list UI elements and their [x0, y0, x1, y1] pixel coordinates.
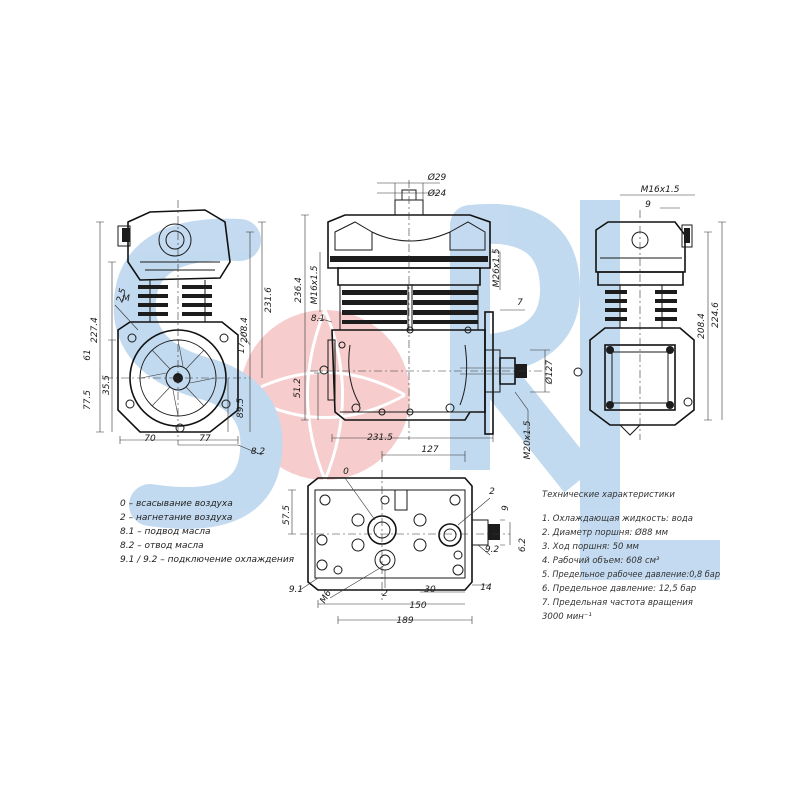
spec-item-4: 4. Рабочий объем: 608 см³ [542, 556, 660, 566]
label-port-2: 2 [489, 487, 495, 497]
dim-6-2: 6.2 [518, 538, 528, 553]
watermark-letter-r [450, 203, 596, 493]
right-view: M16x1.5 9 208.4 224.6 [573, 185, 726, 440]
dim-89-5: 89.5 [236, 398, 246, 418]
dim-208-4: 208.4 [240, 317, 250, 343]
dim-2-5: 2.5 [115, 287, 128, 304]
dim-150: 150 [409, 601, 426, 611]
dim-70: 70 [144, 434, 156, 444]
dim-51-2: 51.2 [293, 378, 303, 398]
dim-14: 14 [480, 583, 492, 593]
dim-61: 61 [83, 349, 93, 360]
watermark-letter-s [113, 218, 283, 529]
label-port-0: 0 [343, 467, 349, 477]
legend-item-2: 8.1 – подвод масла [120, 527, 211, 537]
port-legend: 0 – всасывание воздуха 2 – нагнетание во… [120, 499, 295, 565]
legend-item-1: 2 – нагнетание воздуха [120, 513, 232, 523]
dim-m: M [122, 294, 130, 304]
specs-title: Технические характеристики [542, 490, 675, 500]
dim-dia-29: Ø29 [427, 172, 447, 183]
label-port-2-bottom: 2 [382, 589, 388, 599]
dim-189: 189 [396, 616, 413, 626]
dim-77-5: 77.5 [83, 390, 93, 410]
label-m6: M6 [319, 588, 335, 605]
dim-8-1: 8.1 [311, 314, 325, 324]
top-view: 127 0 2 57.5 9 9.2 6.2 9.1 M6 2 30 14 15… [282, 445, 528, 626]
watermark-globe [240, 310, 410, 480]
dim-dia-24: Ø24 [427, 188, 447, 199]
label-port-9-1: 9.1 [289, 585, 303, 595]
label-port-9-2: 9.2 [485, 545, 500, 555]
spec-item-6: 6. Предельное давление: 12,5 бар [542, 584, 696, 594]
dim-77: 77 [199, 434, 211, 444]
dim-127: 127 [421, 445, 438, 455]
front-fins [138, 285, 212, 316]
dim-57-5: 57.5 [282, 505, 292, 525]
dim-7: 7 [517, 298, 523, 308]
spec-item-7-value: 3000 мин⁻¹ [542, 612, 592, 622]
legend-item-0: 0 – всасывание воздуха [120, 499, 233, 509]
dim-m16x1-5-right: M16x1.5 [641, 185, 680, 195]
dim-227-4: 227.4 [90, 317, 100, 343]
dim-17: 17 [237, 342, 247, 354]
side-fins [342, 290, 478, 324]
dim-m20x1-5: M20x1.5 [523, 420, 533, 459]
dim-236-4: 236.4 [294, 277, 304, 303]
watermark [113, 200, 720, 580]
spec-item-5: 5. Предельное рабочее давление:0,8 бар [542, 570, 720, 580]
dim-231-5: 231.5 [367, 433, 393, 443]
legend-item-4: 9.1 / 9.2 – подключение охлаждения [120, 555, 295, 565]
dim-208-4-right: 208.4 [697, 313, 707, 339]
dim-dia-127: Ø127 [544, 360, 555, 386]
dim-9-top: 9 [501, 505, 511, 511]
spec-item-7: 7. Предельная частота вращения [542, 598, 693, 608]
spec-item-1: 1. Охлаждающая жидкость: вода [542, 514, 693, 524]
top-bolt-holes [316, 494, 464, 576]
dim-8-2: 8.2 [251, 447, 266, 457]
dim-m26x1-5: M26x1.5 [492, 248, 502, 287]
dim-231-6: 231.6 [264, 287, 274, 313]
technical-specs: Технические характеристики 1. Охлаждающа… [542, 490, 720, 622]
side-view: Ø29 Ø24 236.4 M16x1.5 M26x1.5 8.1 51.2 Ø… [293, 172, 555, 459]
right-fins [605, 290, 677, 321]
dim-9-right: 9 [645, 200, 651, 210]
dim-m16x1-5-side: M16x1.5 [310, 265, 320, 304]
spec-item-2: 2. Диаметр поршня: Ø88 мм [542, 527, 669, 538]
dim-35-5: 35.5 [102, 375, 112, 395]
spec-item-3: 3. Ход поршня: 50 мм [542, 542, 640, 552]
watermark-letter-l [580, 200, 720, 580]
dim-30: 30 [424, 585, 436, 595]
legend-item-3: 8.2 – отвод масла [120, 541, 204, 551]
front-pulley-spokes [140, 339, 216, 417]
dim-224-6: 224.6 [711, 302, 721, 328]
front-view: 227.4 208.4 231.6 61 35.5 77.5 70 77 89.… [83, 200, 274, 457]
